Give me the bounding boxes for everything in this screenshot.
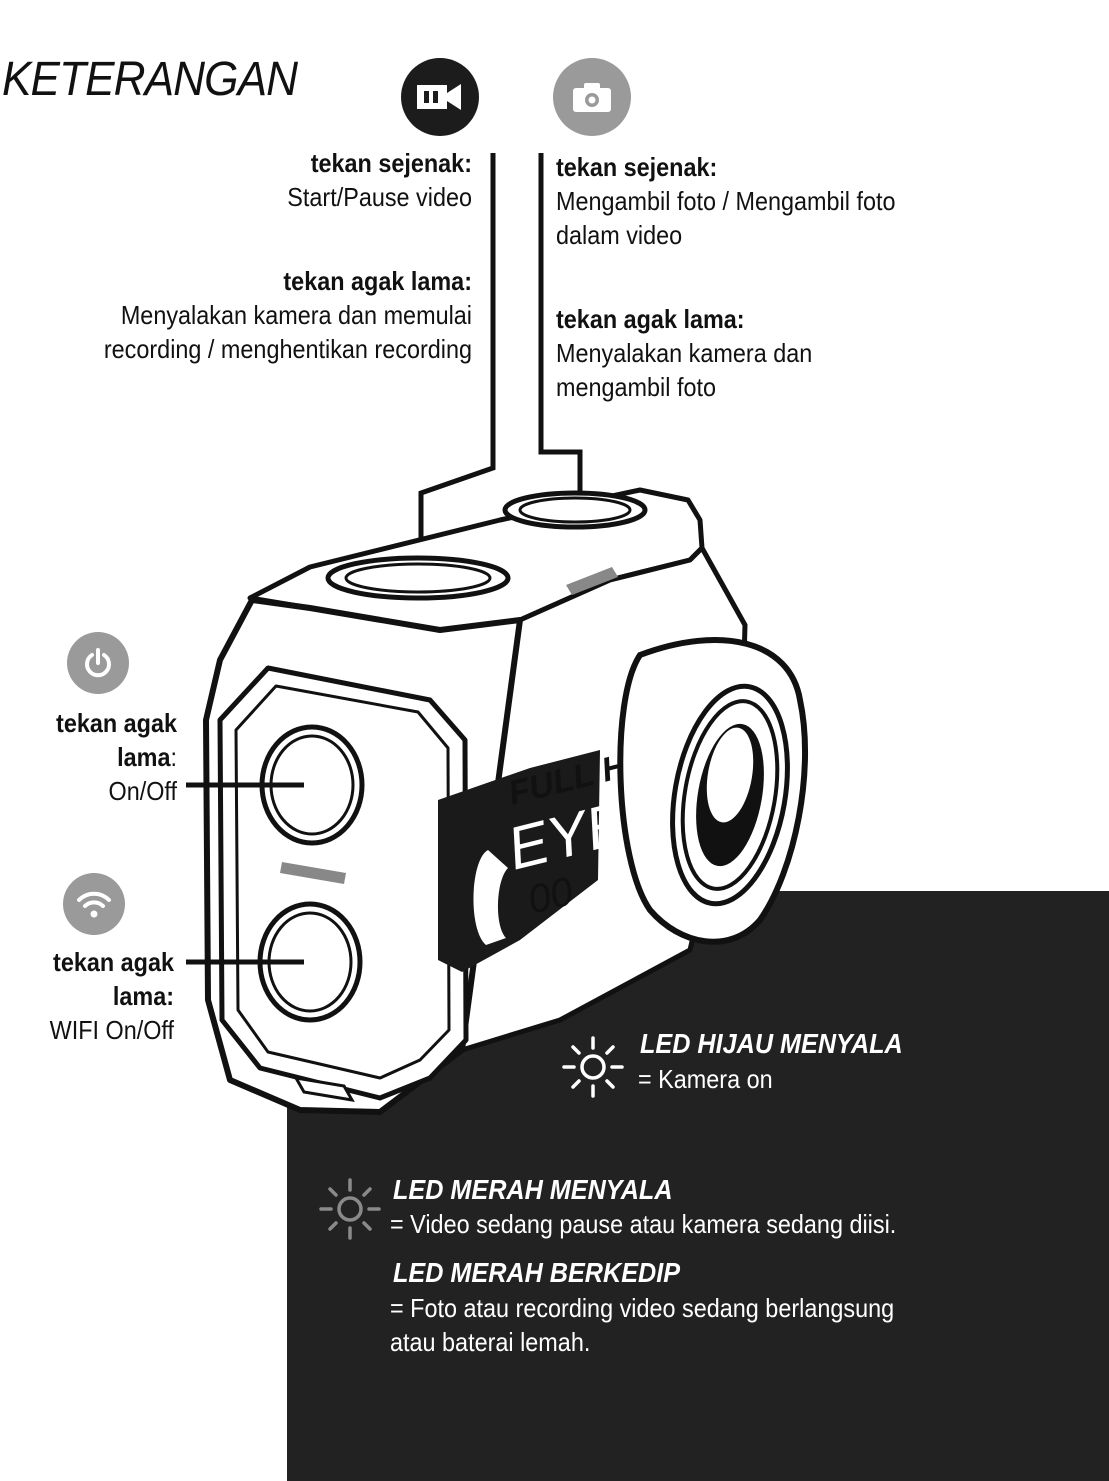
wifi-label-2: lama: — [112, 981, 174, 1011]
photo-short-press-text-2: dalam video — [556, 220, 683, 250]
video-short-press-block: tekan sejenak: Start/Pause video — [12, 146, 472, 214]
usb-port — [293, 1076, 355, 1102]
photo-long-press-text-2: mengambil foto — [556, 372, 716, 402]
video-leader-line — [418, 153, 496, 580]
photo-short-press-label: tekan sejenak: — [556, 152, 718, 182]
power-text: On/Off — [108, 776, 177, 806]
wifi-label-1: tekan agak — [53, 947, 174, 977]
red-led-title: LED MERAH MENYALA — [393, 1174, 673, 1205]
power-icon — [67, 632, 129, 694]
video-short-press-label: tekan sejenak: — [310, 148, 472, 178]
page-title: KETERANGAN — [2, 53, 298, 106]
video-short-press-text: Start/Pause video — [287, 182, 472, 212]
photo-long-press-label: tekan agak lama: — [556, 304, 745, 334]
video-long-press-label: tekan agak lama: — [283, 266, 472, 296]
wifi-icon — [63, 873, 125, 935]
red-blink-text-2: atau baterai lemah. — [390, 1327, 591, 1357]
video-long-press-block: tekan agak lama: Menyalakan kamera dan m… — [12, 264, 472, 366]
power-label-2: lama — [117, 742, 171, 772]
red-blink-text-1: = Foto atau recording video sedang berla… — [390, 1293, 895, 1323]
power-label-colon: : — [170, 742, 177, 772]
red-led-text: = Video sedang pause atau kamera sedang … — [390, 1209, 897, 1239]
top-led — [566, 567, 618, 595]
photo-short-press-block: tekan sejenak: Mengambil foto / Mengambi… — [556, 150, 1056, 252]
model-text: 00 — [524, 869, 578, 922]
green-led-text: = Kamera on — [638, 1064, 773, 1094]
wifi-text: WIFI On/Off — [49, 1015, 174, 1045]
video-long-press-text-1: Menyalakan kamera dan memulai — [120, 300, 472, 330]
power-label-block: tekan agak lama: On/Off — [7, 706, 177, 808]
photo-long-press-text-1: Menyalakan kamera dan — [556, 338, 813, 368]
power-label-1: tekan agak — [56, 708, 177, 738]
wifi-label-block: tekan agak lama: WIFI On/Off — [4, 945, 174, 1047]
video-camera-icon — [401, 58, 479, 136]
red-led-icon — [319, 1178, 381, 1240]
photo-long-press-block: tekan agak lama: Menyalakan kamera dan m… — [556, 302, 1056, 404]
video-long-press-text-2: recording / menghentikan recording — [103, 334, 472, 364]
green-led-icon — [562, 1036, 624, 1098]
camera-icon — [553, 58, 631, 136]
photo-leader-line — [538, 153, 583, 512]
photo-short-press-text-1: Mengambil foto / Mengambil foto — [556, 186, 896, 216]
green-led-title: LED HIJAU MENYALA — [640, 1028, 903, 1059]
front-led — [280, 862, 346, 884]
red-blink-title: LED MERAH BERKEDIP — [393, 1257, 681, 1288]
